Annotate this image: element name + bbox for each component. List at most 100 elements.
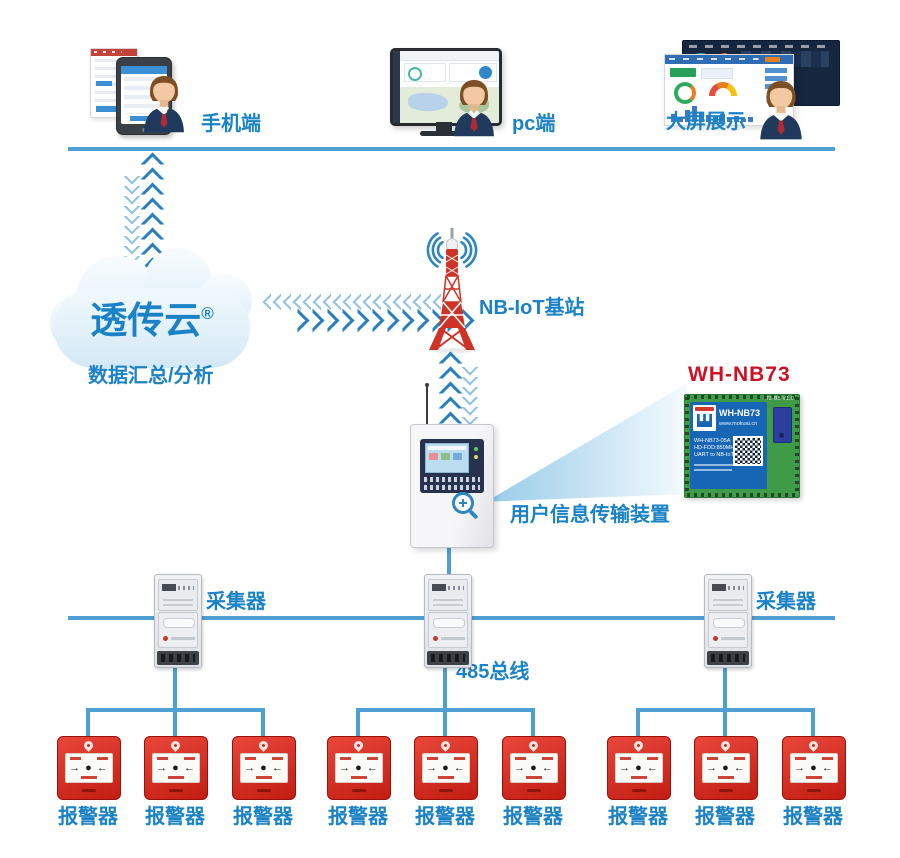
flame-icon xyxy=(719,739,732,752)
meter-display-section xyxy=(158,579,198,611)
logo-mark xyxy=(697,414,712,427)
alarm-drop-line xyxy=(86,708,90,740)
phone-home-button xyxy=(142,128,146,132)
terminal-bus-line xyxy=(68,147,835,151)
pc-terminal xyxy=(388,44,568,148)
meter-lcd xyxy=(432,584,446,591)
meter-logo xyxy=(163,636,168,641)
nbiot-chip xyxy=(773,407,792,443)
module-website: www.mokuai.cn xyxy=(719,421,758,427)
alarm-slot xyxy=(352,789,366,792)
alarm-unit: → ● ← 报警器 xyxy=(327,736,391,828)
meter-slot xyxy=(713,618,745,628)
alarm-drop-line xyxy=(443,708,447,740)
panel-text xyxy=(157,757,168,760)
fire-alarm-button: → ● ← xyxy=(502,736,566,800)
logo-red-bar xyxy=(695,407,714,411)
collector-device xyxy=(154,574,202,668)
module-label-sticker: WH-NB73 www.mokuai.cn WH-NB73-05A HD-FDD… xyxy=(690,402,767,489)
nbiot-tower-icon xyxy=(426,228,478,353)
spec-line: WH-NB73-05A xyxy=(694,438,731,444)
cabinet-label: 用户信息传输装置 xyxy=(510,504,670,526)
alarm-label: 报警器 xyxy=(58,806,118,828)
panel-text xyxy=(718,776,734,779)
wh-nb73-module: 73-B5 V1.0 WH-NB73 www.mokuai.cn WH-NB73… xyxy=(684,394,800,498)
panel-text xyxy=(168,776,184,779)
mobile-label: 手机端 xyxy=(201,113,261,135)
meter-text-lines xyxy=(163,599,193,607)
alarm-group-right: → ● ← 报警器 → ● ← 报警器 → ● ← 报警器 xyxy=(605,706,846,828)
meter-slot xyxy=(433,618,465,628)
alarm-unit: → ● ← 报警器 xyxy=(694,736,758,828)
press-glyphs: → ● ← xyxy=(339,762,379,774)
alarm-label: 报警器 xyxy=(415,806,475,828)
bigscreen-terminal xyxy=(658,36,848,148)
serial-bar xyxy=(694,464,736,466)
fire-alarm-button: → ● ← xyxy=(232,736,296,800)
meter-text-line xyxy=(441,637,465,640)
alarm-unit: → ● ← 报警器 xyxy=(57,736,121,828)
panel-text xyxy=(427,757,438,760)
press-glyphs: → ● ← xyxy=(619,762,659,774)
alarm-group-center: → ● ← 报警器 → ● ← 报警器 → ● ← 报警器 xyxy=(325,706,566,828)
screen-widget xyxy=(429,453,438,460)
panel-text xyxy=(81,776,97,779)
alarm-label: 报警器 xyxy=(695,806,755,828)
pcb-corner-mark: 73-B5 V1.0 xyxy=(765,396,794,402)
collector-device xyxy=(424,574,472,668)
cabinet-screen xyxy=(425,443,469,473)
alarm-drop-line xyxy=(811,708,815,740)
cabinet-antenna xyxy=(425,383,429,426)
alarm-slot xyxy=(719,789,733,792)
dashboard-stat-card xyxy=(449,63,497,82)
pcb-pads xyxy=(687,493,797,497)
cloud-base xyxy=(54,288,250,368)
module-name: WH-NB73 xyxy=(719,408,761,418)
alarm-drop-line xyxy=(356,708,360,740)
screen-widget xyxy=(453,453,462,460)
panel-text xyxy=(542,757,553,760)
meter-display-section xyxy=(708,579,748,611)
stat-widget xyxy=(701,68,733,79)
alarm-label: 报警器 xyxy=(783,806,843,828)
meter-drop-line xyxy=(723,660,727,710)
spec-line: HD-FDD:850MHz xyxy=(694,445,738,451)
cabinet-control-panel xyxy=(420,439,484,493)
green-stat-widget xyxy=(670,68,696,77)
press-glyphs: → ● ← xyxy=(244,762,284,774)
button-row xyxy=(424,485,480,490)
press-glyphs: → ● ← xyxy=(706,762,746,774)
pcb-pads xyxy=(685,397,689,495)
alarm-slot xyxy=(439,789,453,792)
meter-body-section xyxy=(708,612,748,648)
alarm-slot xyxy=(807,789,821,792)
monitor-base xyxy=(420,131,468,136)
qr-code-icon xyxy=(733,436,763,466)
dashboard-sidebar xyxy=(393,51,400,123)
webpage-header xyxy=(91,49,137,56)
dashboard-header xyxy=(400,51,499,61)
alarm-label: 报警器 xyxy=(328,806,388,828)
alarm-slot xyxy=(527,789,541,792)
alarm-slot xyxy=(257,789,271,792)
bigscreen-label: 大屏展示 xyxy=(666,111,746,133)
fire-alarm-button: → ● ← xyxy=(327,736,391,800)
flame-icon xyxy=(439,739,452,752)
panel-text xyxy=(70,757,81,760)
cloud-subtitle: 数据汇总/分析 xyxy=(88,365,214,387)
press-glyphs: → ● ← xyxy=(156,762,196,774)
meter-lcd xyxy=(712,584,726,591)
collector-device xyxy=(704,574,752,668)
panel-text xyxy=(97,757,108,760)
alarm-panel: → ● ← xyxy=(65,753,113,783)
donut-chart-widget xyxy=(674,82,696,104)
fire-alarm-button: → ● ← xyxy=(414,736,478,800)
alarm-drop-line xyxy=(636,708,640,740)
meter-lcd xyxy=(162,584,176,591)
status-led xyxy=(474,455,478,459)
person-avatar-icon xyxy=(144,75,184,133)
meter-leds xyxy=(728,586,744,590)
transmission-cabinet xyxy=(410,424,494,548)
magnifier-handle xyxy=(468,509,479,520)
